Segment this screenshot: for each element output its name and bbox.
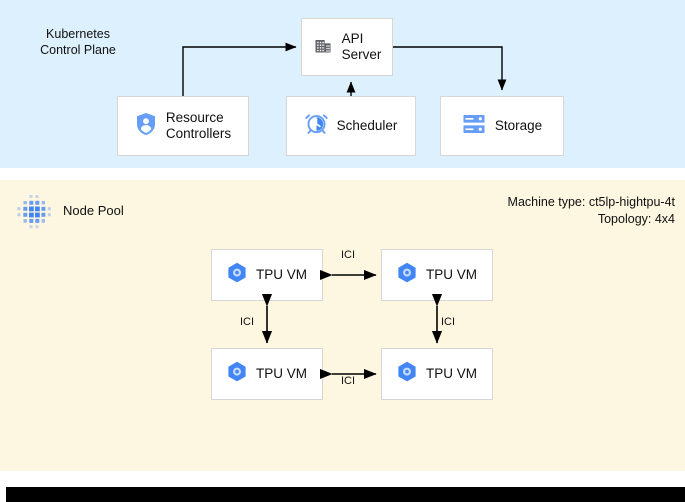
node-tpu-vm-bottom-left-label: TPU VM xyxy=(255,366,307,381)
node-pool-meta: Machine type: ct5lp-hightpu-4t Topology:… xyxy=(508,194,675,228)
node-storage-label: Storage xyxy=(494,118,543,133)
node-api-server-label: API Server xyxy=(341,31,382,62)
ici-label-right: ICI xyxy=(441,316,456,328)
node-resource-controllers-label: Resource Controllers xyxy=(165,110,232,141)
node-tpu-vm-top-right[interactable]: TPU VM xyxy=(381,249,493,301)
node-resource-controllers[interactable]: Resource Controllers xyxy=(117,96,249,156)
control-plane-title: Kubernetes Control Plane xyxy=(40,27,116,57)
node-api-server[interactable]: API Server xyxy=(301,18,393,76)
ici-label-top: ICI xyxy=(341,249,356,261)
server-rack-icon xyxy=(462,113,486,140)
node-pool-title: Node Pool xyxy=(63,203,124,218)
shield-person-icon xyxy=(135,112,157,141)
node-tpu-vm-top-left[interactable]: TPU VM xyxy=(211,249,323,301)
ici-label-left: ICI xyxy=(240,316,255,328)
ici-label-bottom: ICI xyxy=(341,375,356,387)
node-scheduler[interactable]: Scheduler xyxy=(286,96,416,156)
tpu-hexagon-icon xyxy=(227,262,247,289)
node-pool-section xyxy=(0,180,685,471)
node-tpu-vm-bottom-right[interactable]: TPU VM xyxy=(381,348,493,400)
node-tpu-vm-top-right-label: TPU VM xyxy=(425,267,477,282)
building-icon xyxy=(313,35,333,60)
node-tpu-vm-bottom-right-label: TPU VM xyxy=(425,366,477,381)
topology-text: Topology: 4x4 xyxy=(597,212,675,226)
tpu-hexagon-icon xyxy=(397,361,417,388)
machine-type-text: Machine type: ct5lp-hightpu-4t xyxy=(507,195,675,209)
tpu-hexagon-icon xyxy=(227,361,247,388)
node-tpu-vm-top-left-label: TPU VM xyxy=(255,267,307,282)
node-tpu-vm-bottom-left[interactable]: TPU VM xyxy=(211,348,323,400)
node-pool-dots-icon xyxy=(14,192,54,232)
node-storage[interactable]: Storage xyxy=(440,96,564,156)
node-scheduler-label: Scheduler xyxy=(336,118,398,133)
alarm-clock-icon xyxy=(304,112,328,140)
bottom-bar xyxy=(6,487,685,502)
tpu-hexagon-icon xyxy=(397,262,417,289)
